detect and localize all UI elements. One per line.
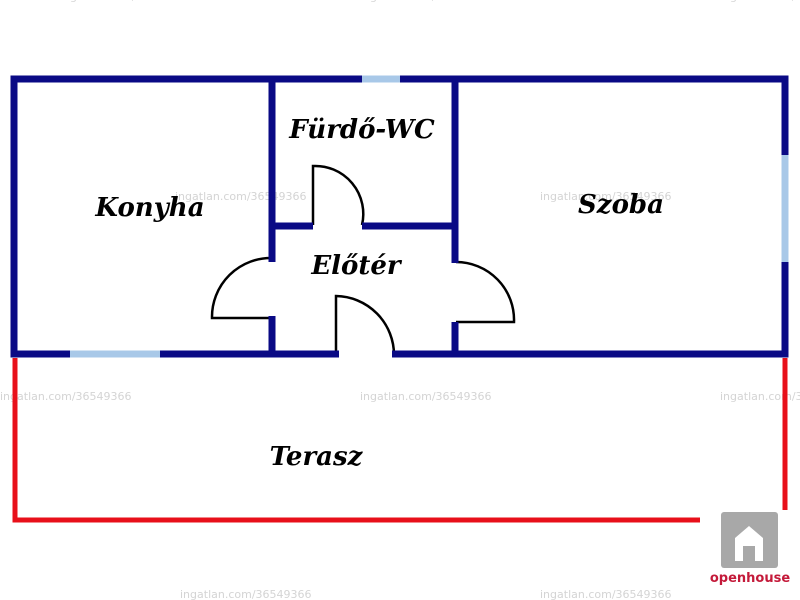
door-entrance	[334, 294, 396, 356]
watermark: ingatlan.com/36549366	[360, 390, 492, 403]
watermark: ingatlan.com/36549366	[60, 0, 192, 3]
room-label-konyha: Konyha	[94, 193, 204, 223]
logo-text: openhouse	[710, 571, 790, 586]
openhouse-logo: openhouse	[710, 512, 790, 586]
door-swings	[210, 164, 516, 356]
door-kitchen	[210, 256, 274, 320]
house-arrow-shape	[735, 526, 763, 561]
watermark: ingatlan.com/36549366	[720, 0, 800, 3]
watermark: ingatlan.com/36549366	[0, 390, 132, 403]
watermark: ingatlan.com/36549366	[540, 588, 672, 600]
watermark: ingatlan.com/36549366	[720, 390, 800, 403]
watermark: ingatlan.com/36549366	[540, 190, 672, 203]
room-label-terasz: Terasz	[270, 442, 364, 472]
door-openings	[267, 262, 392, 359]
door-bathroom	[311, 164, 365, 226]
door-room	[455, 260, 516, 324]
room-labels: Konyha Fürdő-WC Szoba Előtér Terasz	[94, 115, 664, 472]
room-label-szoba: Szoba	[578, 190, 664, 220]
room-label-furdo: Fürdő-WC	[288, 115, 435, 145]
watermark: ingatlan.com/36549366	[180, 588, 312, 600]
terrace-outline	[12, 358, 788, 523]
watermark: ingatlan.com/36549366	[360, 0, 492, 3]
room-label-eloter: Előtér	[310, 251, 403, 281]
windows	[70, 75, 789, 358]
